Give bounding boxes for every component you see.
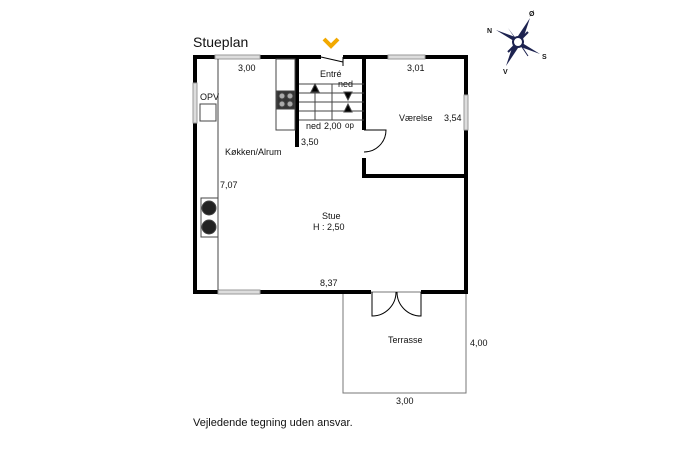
plan-title: Stueplan: [193, 34, 248, 50]
disclaimer: Vejledende tegning uden ansvar.: [193, 417, 353, 429]
stairs-down-label-2: ned: [306, 121, 321, 131]
dimension-terrace-bottom: 3,00: [396, 396, 414, 406]
compass-w: V: [503, 69, 508, 76]
room-label-kitchen: Køkken/Alrum: [225, 147, 282, 157]
dimension-terrace-side: 4,00: [470, 338, 488, 348]
doors: [320, 56, 422, 317]
dimension-kitchen-side: 7,07: [220, 180, 238, 190]
dimension-wall: 3,50: [301, 137, 319, 147]
room-label-living: Stue: [322, 211, 341, 221]
room-label-entre: Entré: [320, 69, 342, 79]
terrace: [342, 291, 467, 394]
dimension-bottom: 8,37: [320, 278, 338, 288]
compass-n: N: [487, 28, 492, 35]
dimension-bedroom-top: 3,01: [407, 63, 425, 73]
compass-e: Ø: [529, 11, 535, 18]
dimension-bedroom-side: 3,54: [444, 113, 462, 123]
staircase: [299, 82, 364, 121]
room-label-bedroom: Værelse: [399, 113, 433, 123]
room-label-terrace: Terrasse: [388, 335, 423, 345]
windows: [192, 54, 469, 295]
entrance-marker-icon: [322, 37, 340, 49]
compass-rose-icon: N Ø S V: [487, 11, 547, 76]
stairs-up-label: op: [345, 121, 354, 130]
compass-s: S: [542, 54, 547, 61]
stairs-down-label: ned: [338, 79, 353, 89]
living-height: H : 2,50: [313, 222, 345, 232]
dimension-kitchen-top: 3,00: [238, 63, 256, 73]
kitchen-fixtures: [199, 58, 296, 290]
stairs-dimension: 2,00: [324, 121, 342, 131]
opv-label: OPV: [200, 92, 219, 102]
